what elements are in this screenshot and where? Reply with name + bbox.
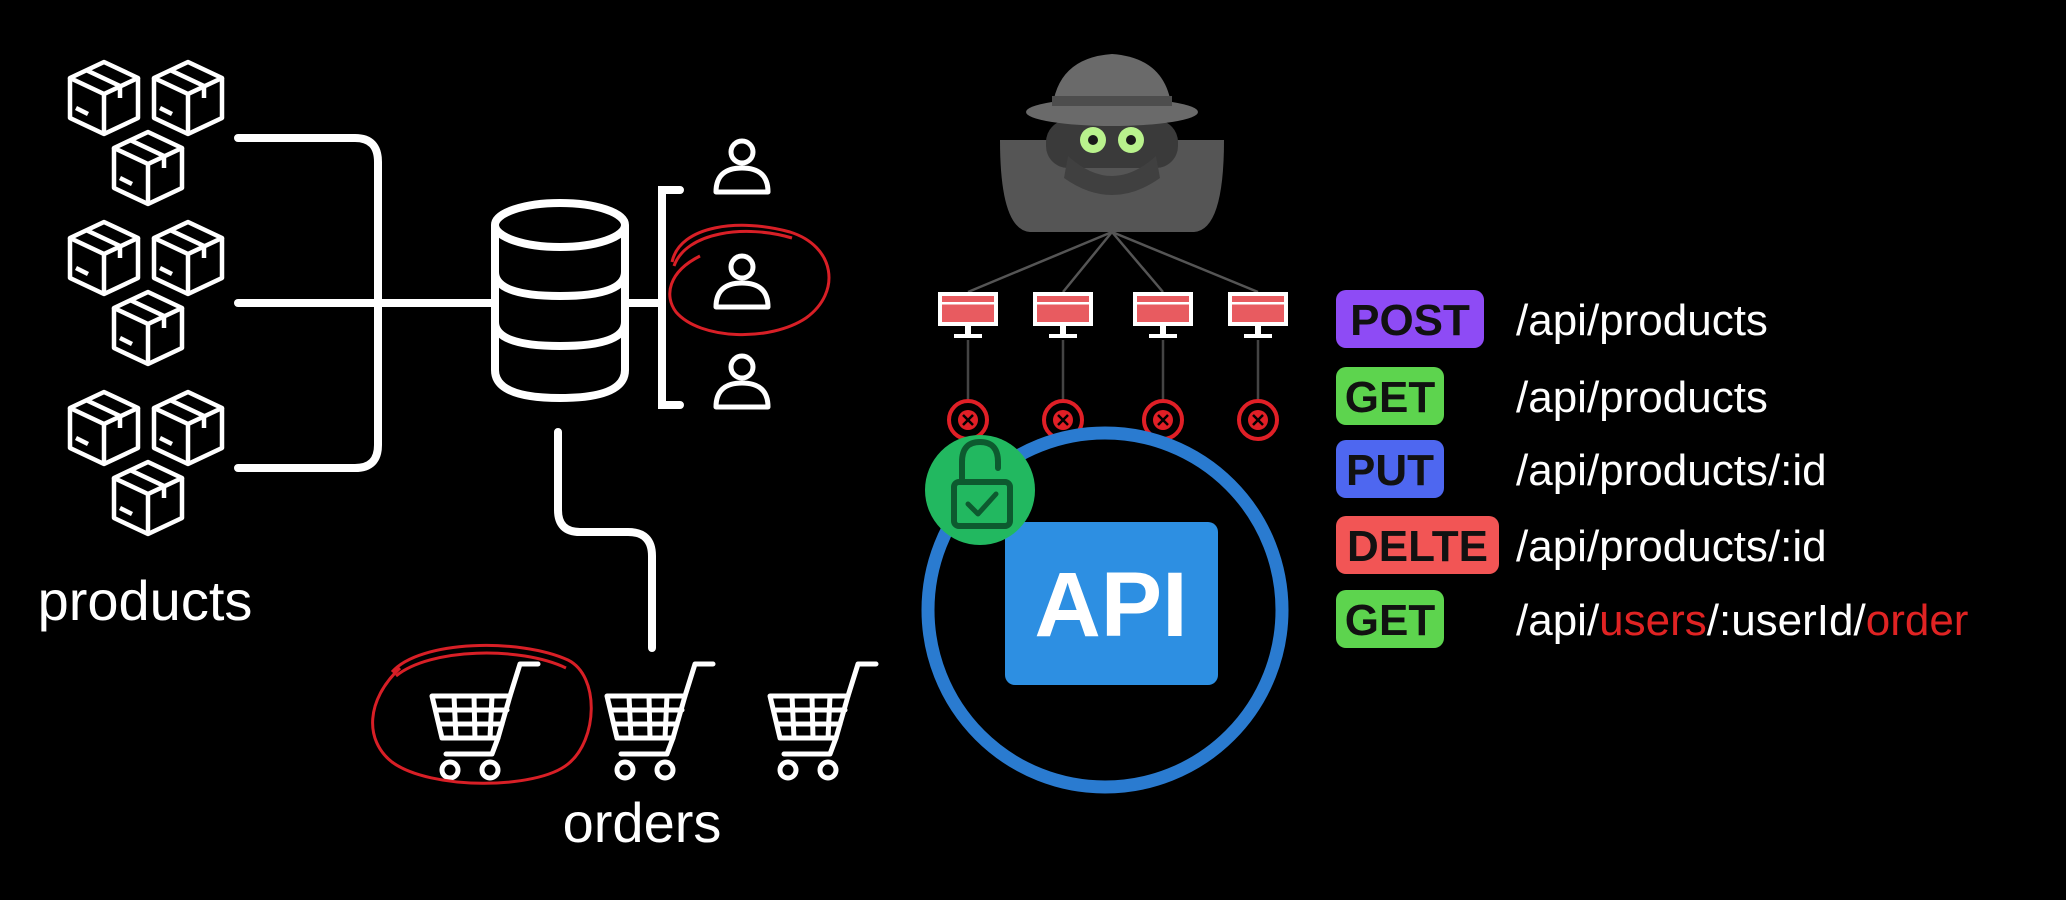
endpoint-row: POST/api/products [1336,290,1768,348]
endpoint-path: /api/users/:userId/order [1516,596,1968,645]
monitor-icon-4 [1228,292,1288,340]
cart-icon-1 [432,664,538,778]
api-label: API [1034,554,1187,656]
user-icon-1 [716,141,768,192]
method-label: GET [1345,596,1436,645]
method-label: PUT [1346,446,1434,495]
path-segment: /api/products [1516,373,1768,422]
blocked-icon-4 [1237,399,1279,441]
path-highlight: order [1866,596,1969,645]
path-segment: /api/products/:id [1516,446,1827,495]
endpoint-row: PUT/api/products/:id [1336,440,1827,498]
path-segment: /api/products/:id [1516,522,1827,571]
method-label: DELTE [1347,522,1488,571]
path-segment: /:userId/ [1707,596,1867,645]
hacker-connections [967,230,1259,294]
orders-connector [554,428,656,652]
method-badge [1336,367,1444,425]
unlocked-lock-icon [925,435,1035,545]
method-badge [1336,516,1499,574]
path-segment: /api/ [1516,596,1600,645]
blocked-icon-1 [947,399,989,441]
endpoint-path: /api/products [1516,296,1768,345]
endpoint-row: DELTE/api/products/:id [1336,516,1827,574]
hacker-icon [1000,54,1224,232]
products-connector [234,134,496,472]
request-lines [966,340,1260,400]
method-label: POST [1350,296,1470,345]
method-label: GET [1345,373,1436,422]
monitor-icon-3 [1133,292,1193,340]
endpoint-path: /api/products [1516,373,1768,422]
endpoint-row: GET/api/products [1336,367,1768,425]
endpoint-row: GET/api/users/:userId/order [1336,590,1968,648]
product-box-group-3 [70,392,222,534]
product-box-group-2 [70,222,222,364]
product-box-group-1 [70,62,222,204]
api-ring [921,426,1289,794]
cart-icon-3 [770,664,876,778]
method-badge [1336,590,1444,648]
monitor-icon-1 [938,292,998,340]
database-icon [491,199,629,403]
path-highlight: users [1599,596,1707,645]
method-badge [1336,440,1444,498]
endpoint-path: /api/products/:id [1516,522,1827,571]
orders-label: orders [563,791,722,854]
user-highlight-annotation [668,223,831,337]
cart-highlight-annotation [371,643,593,785]
monitor-icon-2 [1033,292,1093,340]
endpoint-list: POST/api/productsGET/api/productsPUT/api… [1336,290,1968,648]
products-label: products [38,569,253,632]
method-badge [1336,290,1484,348]
endpoint-path: /api/products/:id [1516,446,1827,495]
user-icon-2 [716,256,768,307]
path-segment: /api/products [1516,296,1768,345]
user-icon-3 [716,356,768,407]
users-connector [624,186,684,409]
api-box [1005,522,1218,685]
cart-icon-2 [607,664,713,778]
